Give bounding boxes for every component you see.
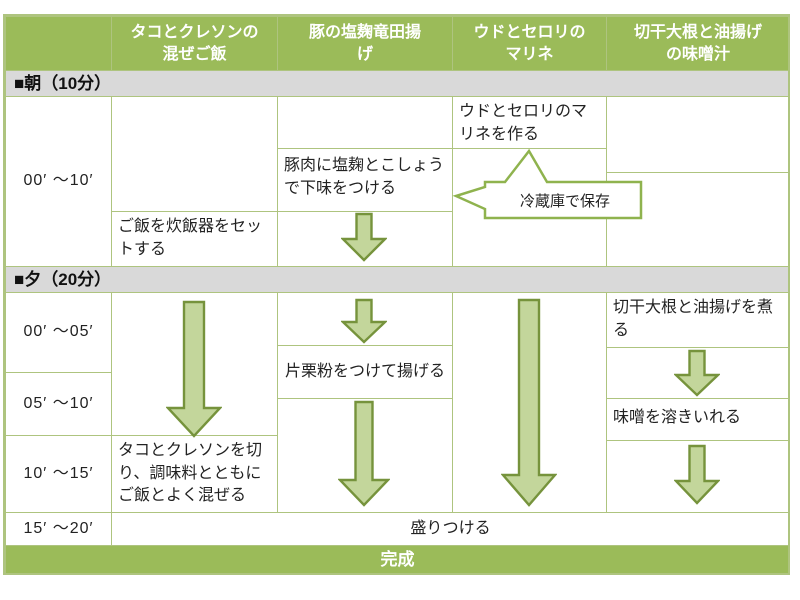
task-set-rice-cooker: ご飯を炊飯器をセットする — [111, 211, 277, 266]
header-dish-udo-marinade: ウドとセロリのマリネ — [452, 16, 606, 70]
task-mix-octopus-rice: タコとクレソンを切り、調味料とともにご飯とよく混ぜる — [111, 435, 277, 512]
down-arrow-icon — [341, 212, 387, 262]
header-dish-octopus-rice: タコとクレソンの混ぜご飯 — [111, 16, 277, 70]
down-arrow-icon — [166, 300, 222, 438]
down-arrow-icon — [341, 298, 387, 344]
time-label-morning: 00′ ～10′ — [5, 96, 111, 266]
time-label-evening-2: 05′ ～10′ — [5, 372, 111, 435]
down-arrow-icon — [501, 298, 557, 507]
time-label-evening-4: 15′ ～20′ — [5, 512, 111, 545]
task-fry-pork: 片栗粉をつけて揚げる — [277, 345, 452, 398]
header-dish-miso-soup: 切干大根と油揚げの味噌汁 — [606, 16, 789, 70]
callout-refrigerate-label: 冷蔵庫で保存 — [519, 192, 610, 210]
time-label-evening-1: 00′ ～05′ — [5, 292, 111, 372]
task-make-marinade: ウドとセロリのマリネを作る — [452, 96, 606, 148]
task-dissolve-miso: 味噌を溶きいれる — [606, 398, 789, 440]
down-arrow-icon — [674, 349, 720, 397]
section-bar-morning: ■朝（10分） — [5, 70, 789, 96]
cell-pork-morning-empty — [277, 96, 452, 148]
done-row: 完成 — [5, 545, 789, 574]
task-plating: 盛りつける — [111, 512, 789, 545]
down-arrow-icon — [674, 444, 720, 505]
section-bar-evening: ■夕（20分） — [5, 266, 789, 292]
task-simmer-daikon: 切干大根と油揚げを煮る — [606, 292, 789, 347]
cell-miso-morning-empty-1 — [606, 96, 789, 172]
header-dish-pork: 豚の塩麹竜田揚げ — [277, 16, 452, 70]
callout-bubble — [452, 148, 643, 220]
task-season-pork: 豚肉に塩麹とこしょうで下味をつける — [277, 148, 452, 211]
down-arrow-icon — [338, 400, 390, 507]
time-label-evening-3: 10′ ～15′ — [5, 435, 111, 512]
header-corner-cell — [5, 16, 111, 70]
cell-octopus-morning-empty — [111, 96, 277, 211]
